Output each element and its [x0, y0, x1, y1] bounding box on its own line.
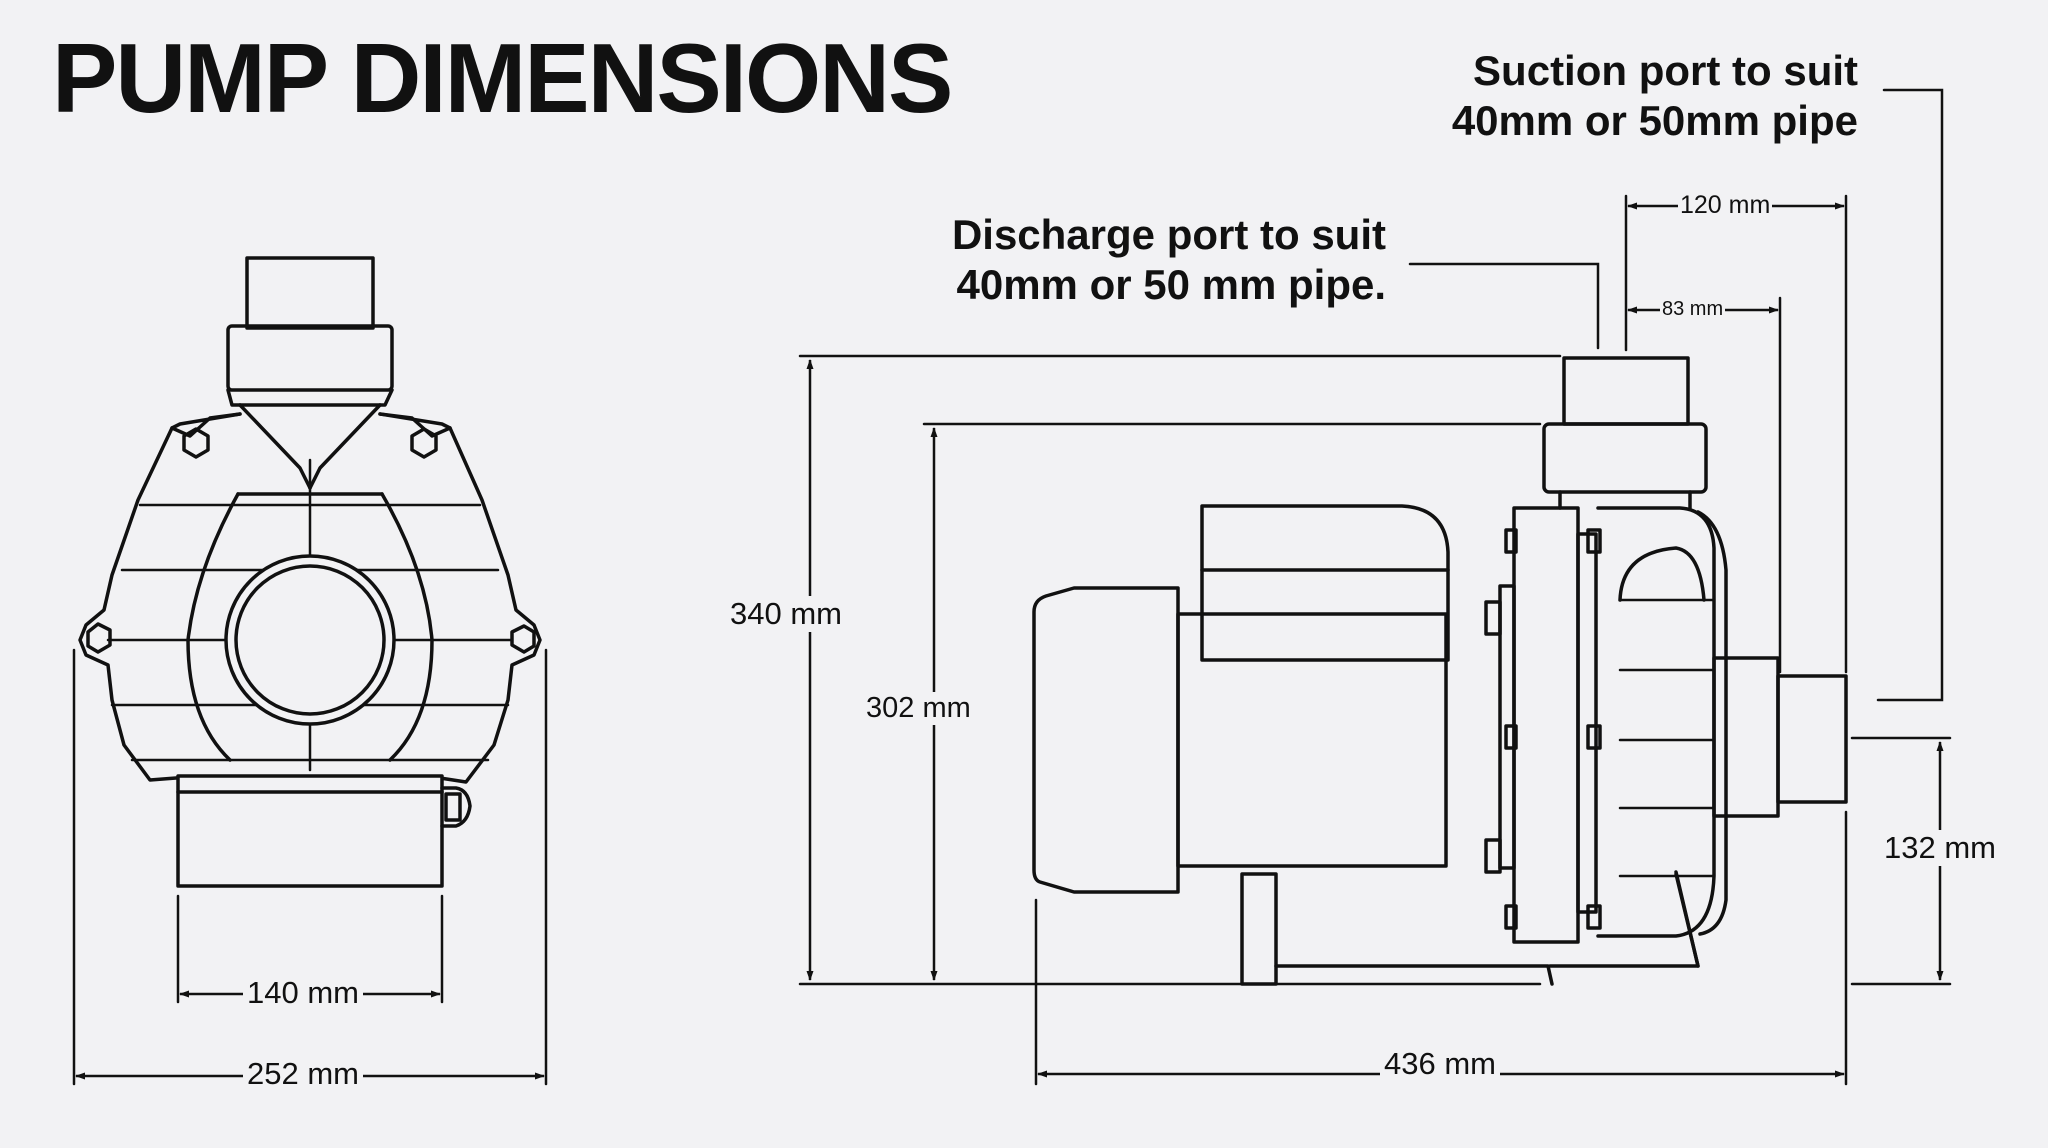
flange [1512, 506, 1580, 944]
dim-label-340: 340 mm [726, 596, 846, 632]
pump-housing-rim [1696, 510, 1728, 936]
suction-leader-line [1876, 88, 1944, 702]
terminal-box [1200, 504, 1450, 662]
side-view [798, 88, 1952, 1086]
drain-plug-icon [440, 786, 472, 828]
nut-icon [1586, 904, 1602, 930]
bolt-icon [1504, 904, 1518, 930]
bolt-icon [1484, 600, 1502, 636]
front-lug-left [170, 412, 242, 438]
motor-fan-cover [1032, 586, 1180, 894]
nut-icon [1586, 528, 1602, 554]
dim-label-120: 120 mm [1678, 191, 1773, 220]
front-neck [226, 388, 394, 407]
front-suction-port-inner [234, 564, 386, 716]
discharge-callout-line1: Discharge port to suit [951, 211, 1386, 258]
suction-pipe [1776, 674, 1848, 804]
bolt-icon [1484, 838, 1502, 874]
bolt-hex-icon [182, 427, 210, 459]
discharge-pipe [1562, 356, 1690, 426]
front-lug-right [378, 412, 452, 438]
dim-label-140: 140 mm [243, 975, 363, 1011]
dim-label-83: 83 mm [1660, 298, 1726, 321]
front-strut-right [308, 403, 382, 490]
page-title: PUMP DIMENSIONS [52, 23, 953, 133]
dim-label-252: 252 mm [243, 1056, 363, 1092]
suction-callout: Suction port to suit 40mm or 50mm pipe [1452, 46, 1858, 146]
discharge-leader-line [1408, 262, 1600, 350]
bolt-icon [1504, 528, 1518, 554]
suction-callout-line1: Suction port to suit [1473, 47, 1858, 94]
dim-label-132: 132 mm [1880, 830, 2000, 866]
nut-icon [1586, 724, 1602, 750]
discharge-callout: Discharge port to suit 40mm or 50 mm pip… [952, 210, 1386, 310]
front-suction-port-outer [224, 554, 396, 726]
bolt-hex-icon [410, 427, 438, 459]
dim-label-302: 302 mm [862, 692, 975, 725]
front-base [176, 774, 444, 888]
discharge-collar [1542, 422, 1708, 494]
volute-curve [1618, 546, 1706, 602]
bolt-icon [1504, 724, 1518, 750]
suction-collar [1712, 656, 1780, 818]
front-discharge-collar [226, 324, 394, 392]
dim-label-436: 436 mm [1380, 1046, 1500, 1082]
housing-support [1548, 870, 1700, 968]
bolt-hex-icon [510, 624, 536, 654]
base-rail [1274, 964, 1554, 986]
suction-callout-line2: 40mm or 50mm pipe [1451, 97, 1858, 144]
discharge-callout-line2: 40mm or 50 mm pipe. [956, 261, 1387, 308]
pump-housing [1596, 506, 1716, 938]
front-view [72, 256, 548, 1086]
front-discharge-pipe [245, 256, 375, 330]
bolt-hex-icon [86, 622, 112, 654]
motor-foot [1240, 872, 1278, 986]
front-strut-left [238, 403, 312, 490]
motor-body [1176, 612, 1448, 868]
